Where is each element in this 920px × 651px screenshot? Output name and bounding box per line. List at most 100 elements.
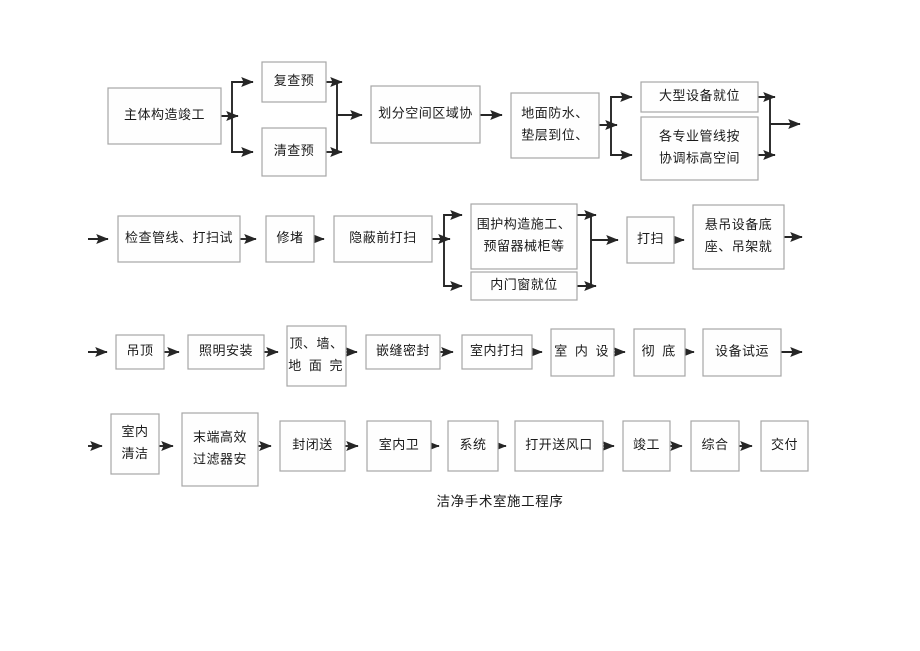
flow-node-box[interactable]	[333, 215, 433, 263]
flow-row: 室内清洁末端高效过滤器安封闭送室内卫系统打开送风口竣工综合交付	[110, 412, 809, 487]
flow-node-box[interactable]	[110, 413, 160, 475]
flow-node-box[interactable]	[640, 116, 759, 181]
flow-node-label: 大型设备就位	[659, 88, 740, 103]
flow-row: 吊顶 照明安装 顶、墙、地 面 完 嵌缝密封 室内打扫 室 内 设 彻 底 设备试运	[115, 325, 782, 387]
flow-node-box[interactable]	[461, 334, 533, 370]
flow-node[interactable]: 设备试运	[702, 328, 782, 377]
flow-node-box[interactable]	[370, 85, 481, 144]
flow-node-box[interactable]	[265, 215, 315, 263]
flow-node-label: 嵌缝密封	[376, 343, 430, 358]
connector	[610, 125, 633, 161]
flow-node[interactable]: 封闭送	[279, 420, 346, 472]
flow-node[interactable]: 主体构造竣工	[107, 87, 222, 145]
flow-node-box[interactable]	[760, 420, 809, 472]
flow-node-label: 预留器械柜等	[483, 238, 564, 253]
flow-node-label: 顶、墙、	[289, 336, 343, 351]
flow-node-label: 划分空间区域协	[378, 105, 473, 120]
flow-node[interactable]: 围护构造施工、预留器械柜等	[470, 203, 578, 270]
flow-node[interactable]: 修堵	[265, 215, 315, 263]
flow-node[interactable]: 室内卫	[366, 420, 432, 472]
flow-node[interactable]: 大型设备就位	[640, 81, 759, 113]
flow-node-label: 打开送风口	[525, 437, 593, 452]
flow-node[interactable]: 室内打扫	[461, 334, 533, 370]
connector	[610, 91, 633, 125]
flow-node-box[interactable]	[626, 216, 675, 264]
flow-node-box[interactable]	[640, 81, 759, 113]
connector	[336, 82, 363, 121]
flow-node-box[interactable]	[365, 334, 441, 370]
flow-node[interactable]: 划分空间区域协	[370, 85, 481, 144]
flow-node-box[interactable]	[470, 271, 578, 301]
flow-node-box[interactable]	[550, 328, 615, 377]
flow-node-box[interactable]	[514, 420, 604, 472]
flow-node[interactable]: 打扫	[626, 216, 675, 264]
connector	[231, 76, 254, 116]
flow-node-box[interactable]	[261, 61, 327, 103]
flow-node[interactable]: 清查预	[261, 127, 327, 177]
flow-node[interactable]: 竣工	[622, 420, 671, 472]
flow-node-box[interactable]	[117, 215, 241, 263]
flow-node-box[interactable]	[702, 328, 782, 377]
flow-node-box[interactable]	[366, 420, 432, 472]
flow-node[interactable]: 打开送风口	[514, 420, 604, 472]
flow-node[interactable]: 顶、墙、地 面 完	[286, 325, 347, 387]
flow-node-label: 过滤器安	[193, 451, 247, 466]
flow-node-label: 主体构造竣工	[124, 107, 205, 122]
flow-node-label: 检查管线、打扫试	[125, 230, 233, 245]
flow-node-label: 交付	[771, 437, 798, 452]
flow-node-label: 系统	[459, 437, 486, 452]
flow-node[interactable]: 系统	[447, 420, 499, 472]
flow-node-box[interactable]	[187, 334, 265, 370]
flow-node-label: 设备试运	[715, 343, 769, 358]
flow-node-label: 彻 底	[642, 343, 678, 358]
flow-node[interactable]: 隐蔽前打扫	[333, 215, 433, 263]
flow-node[interactable]: 内门窗就位	[470, 271, 578, 301]
flow-node-box[interactable]	[622, 420, 671, 472]
flow-node-label: 座、吊架就	[705, 239, 773, 254]
flow-node-box[interactable]	[633, 328, 686, 377]
flow-node-box[interactable]	[447, 420, 499, 472]
flow-node-box[interactable]	[261, 127, 327, 177]
flow-node[interactable]: 吊顶	[115, 334, 165, 370]
flow-node[interactable]: 复查预	[261, 61, 327, 103]
flow-node-box[interactable]	[690, 420, 740, 472]
flow-node-label: 吊顶	[126, 343, 153, 358]
flow-node-box[interactable]	[181, 412, 259, 487]
flow-node[interactable]: 检查管线、打扫试	[117, 215, 241, 263]
flow-node-label: 清洁	[121, 446, 148, 461]
flow-node-label: 室内卫	[379, 437, 420, 452]
flow-node-box[interactable]	[510, 92, 600, 159]
flow-node-label: 复查预	[274, 73, 315, 88]
flow-node-label: 室内	[121, 424, 148, 439]
flow-node[interactable]: 室 内 设	[550, 328, 615, 377]
flow-node-label: 室 内 设	[554, 343, 611, 358]
flow-node-label: 封闭送	[292, 437, 333, 452]
flow-node-box[interactable]	[470, 203, 578, 270]
flow-node[interactable]: 照明安装	[187, 334, 265, 370]
flow-node-label: 末端高效	[193, 429, 247, 444]
flow-node-box[interactable]	[279, 420, 346, 472]
flow-node[interactable]: 地面防水、垫层到位、	[510, 92, 600, 159]
flow-node[interactable]: 嵌缝密封	[365, 334, 441, 370]
flow-node-box[interactable]	[107, 87, 222, 145]
flow-node[interactable]: 综合	[690, 420, 740, 472]
flow-node-box[interactable]	[286, 325, 347, 387]
flow-node-box[interactable]	[115, 334, 165, 370]
connector-layer	[88, 76, 803, 452]
flow-node-label: 综合	[701, 437, 728, 452]
flow-node-label: 照明安装	[199, 343, 253, 358]
flow-node[interactable]: 交付	[760, 420, 809, 472]
flow-node-label: 地面防水、	[521, 105, 589, 120]
diagram-caption: 洁净手术室施工程序	[437, 493, 564, 509]
flow-node[interactable]: 彻 底	[633, 328, 686, 377]
flow-node-box[interactable]	[692, 204, 785, 270]
flow-row: 检查管线、打扫试 修堵隐蔽前打扫围护构造施工、预留器械柜等内门窗就位 打扫悬吊设备底…	[117, 203, 785, 301]
